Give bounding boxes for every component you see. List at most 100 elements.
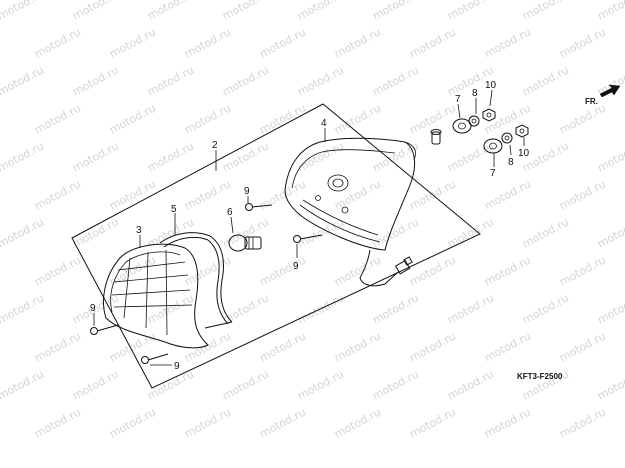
- watermark-text: motod.ru: [407, 405, 458, 440]
- watermark-text: motod.ru: [595, 63, 625, 98]
- watermark-text: motod.ru: [220, 0, 271, 23]
- watermark-text: motod.ru: [70, 367, 121, 402]
- watermark-text: motod.ru: [257, 101, 308, 136]
- watermark-text: motod.ru: [70, 0, 121, 23]
- front-direction-arrow-icon: [599, 84, 621, 98]
- watermark-text: motod.ru: [407, 253, 458, 288]
- assembly-boundary: [71, 103, 481, 389]
- watermark-text: motod.ru: [295, 0, 346, 23]
- watermark-text: motod.ru: [70, 215, 121, 250]
- callout-screw-lens-bottom: 9: [174, 361, 180, 372]
- lens-part: [103, 243, 209, 349]
- watermark-text: motod.ru: [0, 291, 46, 326]
- watermark-text: motod.ru: [520, 215, 571, 250]
- watermark-text: motod.ru: [257, 253, 308, 288]
- housing-part: [284, 137, 416, 287]
- watermark-text: motod.ru: [257, 405, 308, 440]
- watermark-text: motod.ru: [557, 405, 608, 440]
- bulb-part: [228, 234, 262, 252]
- watermark-text: motod.ru: [445, 215, 496, 250]
- watermark-text: motod.ru: [520, 63, 571, 98]
- watermark-text: motod.ru: [520, 291, 571, 326]
- hardware-bottom: [483, 124, 529, 154]
- watermark-text: motod.ru: [482, 101, 533, 136]
- watermark-text: motod.ru: [595, 139, 625, 174]
- watermark-text: motod.ru: [482, 405, 533, 440]
- watermark-text: motod.ru: [0, 215, 46, 250]
- watermark-text: motod.ru: [32, 25, 83, 60]
- watermark-text: motod.ru: [332, 101, 383, 136]
- watermark-text: motod.ru: [107, 405, 158, 440]
- leader-lines: [93, 89, 525, 366]
- watermark-text: motod.ru: [145, 291, 196, 326]
- watermark-text: motod.ru: [145, 367, 196, 402]
- callout-housing: 4: [321, 118, 327, 129]
- watermark-text: motod.ru: [182, 405, 233, 440]
- watermark-text: motod.ru: [557, 25, 608, 60]
- callout-washer-top: 8: [472, 88, 478, 99]
- watermark-text: motod.ru: [107, 101, 158, 136]
- callout-nut-bottom: 10: [518, 148, 530, 159]
- watermark-text: motod.ru: [370, 139, 421, 174]
- watermark-text: motod.ru: [107, 177, 158, 212]
- watermark-text: motod.ru: [257, 25, 308, 60]
- hardware-top: [430, 108, 496, 145]
- watermark-text: motod.ru: [295, 63, 346, 98]
- screw-bulb: [245, 203, 273, 211]
- watermark-text: motod.ru: [0, 0, 46, 23]
- callout-washer-bottom: 8: [508, 157, 514, 168]
- screw-lens-left: [90, 324, 119, 335]
- watermark-text: motod.ru: [482, 25, 533, 60]
- watermark-text: motod.ru: [182, 25, 233, 60]
- watermark-text: motod.ru: [445, 367, 496, 402]
- watermark-text: motod.ru: [557, 177, 608, 212]
- callout-assembly: 2: [212, 140, 218, 151]
- watermark-text: motod.ru: [445, 291, 496, 326]
- watermark-text: motod.ru: [482, 253, 533, 288]
- watermark-text: motod.ru: [595, 0, 625, 23]
- watermark-text: motod.ru: [370, 0, 421, 23]
- watermark-text: motod.ru: [407, 101, 458, 136]
- watermark-text: motod.ru: [70, 291, 121, 326]
- callout-bulb: 6: [227, 207, 233, 218]
- watermark-text: motod.ru: [332, 25, 383, 60]
- watermark-text: motod.ru: [32, 177, 83, 212]
- watermark-text: motod.ru: [182, 253, 233, 288]
- watermark-text: motod.ru: [220, 63, 271, 98]
- watermark-text: motod.ru: [295, 215, 346, 250]
- callout-screw-housing: 9: [293, 261, 299, 272]
- watermark-text: motod.ru: [220, 367, 271, 402]
- callout-screw-lens-left: 9: [90, 303, 96, 314]
- callout-gasket: 5: [171, 204, 177, 215]
- watermark-text: motod.ru: [145, 0, 196, 23]
- watermark-text: motod.ru: [520, 0, 571, 23]
- watermark-text: motod.ru: [557, 101, 608, 136]
- callout-grommet-top: 7: [455, 94, 461, 105]
- callout-screw-bulb: 9: [244, 186, 250, 197]
- watermark-text: motod.ru: [557, 253, 608, 288]
- watermark-text: motod.ru: [595, 291, 625, 326]
- watermark-text: motod.ru: [482, 177, 533, 212]
- watermark-text: motod.ru: [70, 139, 121, 174]
- gasket-part: [159, 232, 233, 329]
- watermark-text: motod.ru: [407, 329, 458, 364]
- watermark-text: motod.ru: [332, 405, 383, 440]
- watermark-text: motod.ru: [0, 139, 46, 174]
- screw-housing: [293, 234, 323, 243]
- callout-nut-top: 10: [485, 80, 497, 91]
- callout-lens: 3: [136, 225, 142, 236]
- watermark-text: motod.ru: [557, 329, 608, 364]
- watermark-text: motod.ru: [332, 329, 383, 364]
- watermark-text: motod.ru: [482, 329, 533, 364]
- watermark-text: motod.ru: [407, 25, 458, 60]
- watermark-text: motod.ru: [182, 177, 233, 212]
- watermark-text: motod.ru: [220, 215, 271, 250]
- watermark-text: motod.ru: [257, 177, 308, 212]
- watermark-text: motod.ru: [0, 367, 46, 402]
- watermark-text: motod.ru: [145, 63, 196, 98]
- diagram-code: KFT3-F2500: [517, 372, 563, 381]
- watermark-text: motod.ru: [182, 101, 233, 136]
- watermark-text: motod.ru: [32, 405, 83, 440]
- watermark-text: motod.ru: [107, 25, 158, 60]
- watermark-text: motod.ru: [220, 291, 271, 326]
